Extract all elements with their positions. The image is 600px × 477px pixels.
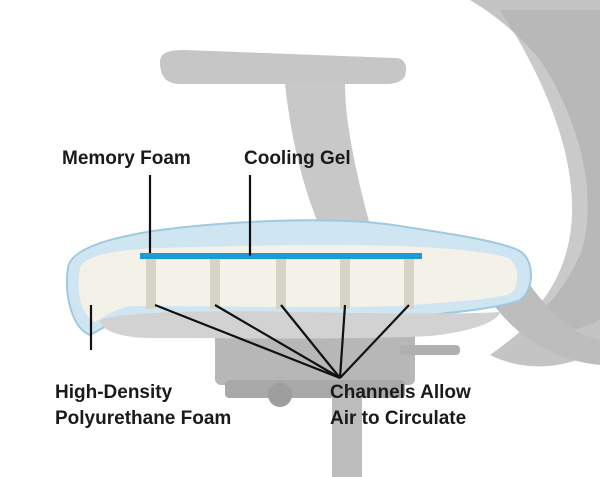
channel-leader — [339, 304, 410, 379]
channels-label: Channels Allow Air to Circulate — [330, 380, 471, 432]
cooling-gel-text: Cooling Gel — [244, 148, 351, 169]
high-density-foam-label: High-Density Polyurethane Foam — [55, 380, 231, 432]
channel — [276, 259, 286, 309]
cooling-gel-label: Cooling Gel — [244, 146, 351, 172]
channels-line1: Channels Allow — [330, 382, 471, 403]
armrest-pad — [160, 50, 407, 84]
backrest-mesh — [500, 10, 600, 332]
mechanism-box — [215, 330, 415, 385]
air-channels — [146, 259, 414, 309]
memory-foam-label: Memory Foam — [62, 146, 191, 172]
leader-lines — [89, 175, 410, 380]
channel-leader — [338, 304, 347, 379]
armrest — [160, 50, 407, 228]
high-density-line1: High-Density — [55, 382, 173, 403]
channel-leader — [280, 304, 341, 379]
channels-line2: Air to Circulate — [330, 408, 467, 429]
mechanism-knob — [268, 383, 292, 407]
memory-foam-text: Memory Foam — [62, 148, 191, 169]
lever — [400, 345, 460, 355]
channel — [210, 259, 220, 309]
channel — [146, 259, 156, 309]
channel — [404, 259, 414, 309]
channel — [340, 259, 350, 309]
gas-cylinder — [332, 395, 362, 477]
armrest-support — [285, 84, 370, 228]
chair-backrest — [470, 0, 600, 367]
seat-mechanism — [215, 330, 460, 477]
cooling-gel-strip — [140, 253, 422, 259]
high-density-line2: Polyurethane Foam — [55, 408, 232, 429]
seat-underside — [100, 311, 500, 339]
channel-leader — [214, 304, 341, 379]
channel-leader — [154, 303, 341, 380]
